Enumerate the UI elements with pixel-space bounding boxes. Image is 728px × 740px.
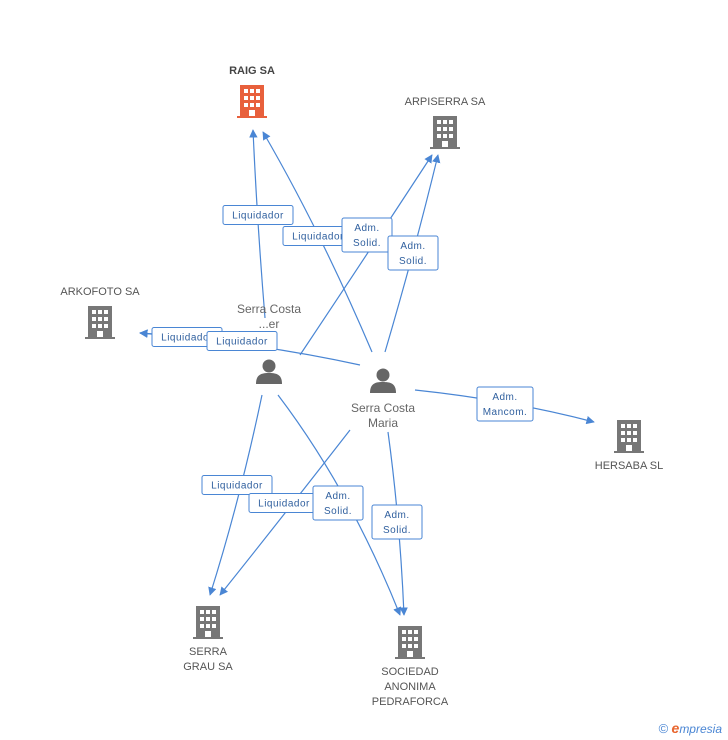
edge-labels-layer: LiquidadorLiquidadorAdm.Solid.Adm.Solid.…: [151, 205, 534, 540]
edge-label-text: Liquidador: [292, 232, 344, 243]
company-node-raig[interactable]: RAIG SA: [229, 65, 275, 118]
company-label: ARPISERRA SA: [405, 96, 486, 108]
company-label: SERRA: [189, 646, 228, 658]
edge-label[interactable]: Liquidador: [222, 205, 294, 225]
building-icon: [237, 85, 267, 118]
edge-label-text: Liquidador: [258, 499, 310, 510]
edges-layer: [139, 129, 595, 616]
edge-label-text: Solid.: [383, 525, 411, 536]
nodes-layer: RAIG SA ARPISERRA SA ARKOFOTO SA HERSABA SL…: [60, 65, 663, 708]
company-label: RAIG SA: [229, 65, 275, 77]
person-node-p1[interactable]: Serra Costa...er: [237, 302, 301, 384]
company-node-hersaba[interactable]: HERSABA SL: [595, 420, 663, 472]
edge-label[interactable]: Liquidador: [248, 493, 320, 513]
edge-label-text: Adm.: [354, 223, 379, 234]
edge-label[interactable]: Adm. Solid.: [371, 504, 423, 540]
company-label: GRAU SA: [183, 661, 233, 673]
edge-label[interactable]: Liquidador: [206, 331, 278, 351]
edge-label-text: Liquidador: [216, 337, 268, 348]
building-icon: [193, 606, 223, 639]
edge-label-text: Liquidador: [232, 211, 284, 222]
person-icon: [256, 359, 282, 384]
company-label: SOCIEDAD: [381, 666, 439, 678]
edge-p1-to-serragrau: [208, 394, 263, 596]
footer-brand[interactable]: © empresia: [659, 720, 722, 736]
edge-label-text: Adm.: [400, 241, 425, 252]
company-node-arkofoto[interactable]: ARKOFOTO SA: [60, 286, 140, 339]
edge-label-text: Solid.: [353, 238, 381, 249]
edge-label[interactable]: Adm. Solid.: [387, 235, 439, 271]
brand-logo-icon: e: [671, 720, 680, 736]
company-label: PEDRAFORCA: [372, 696, 449, 708]
edge-label-text: Solid.: [399, 256, 427, 267]
building-icon: [614, 420, 644, 453]
edge-label-text: Adm.: [492, 392, 517, 403]
edge-label[interactable]: Liquidador: [201, 475, 273, 495]
building-icon: [395, 626, 425, 659]
edge-label-text: Solid.: [324, 506, 352, 517]
edge-label-text: Liquidador: [161, 333, 213, 344]
brand-name: mpresia: [679, 722, 722, 736]
edge-label-text: Mancom.: [483, 407, 528, 418]
company-node-serragrau[interactable]: SERRA GRAU SA: [183, 606, 233, 673]
building-icon: [85, 306, 115, 339]
edge-label-text: Liquidador: [211, 481, 263, 492]
person-label: Maria: [368, 416, 398, 430]
person-label: Serra Costa: [237, 302, 301, 316]
edge-label[interactable]: Adm. Solid.: [341, 217, 393, 253]
company-node-arpiserra[interactable]: ARPISERRA SA: [405, 96, 486, 149]
copyright-symbol: ©: [658, 721, 669, 736]
person-icon: [370, 368, 396, 393]
building-icon: [430, 116, 460, 149]
edge-label-text: Adm.: [325, 491, 350, 502]
company-label: HERSABA SL: [595, 460, 663, 472]
person-label: ...er: [259, 317, 280, 331]
company-node-pedraforca[interactable]: SOCIEDAD ANONIMA PEDRAFORCA: [372, 626, 449, 708]
edge-label-text: Adm.: [384, 510, 409, 521]
edge-label[interactable]: Adm. Solid.: [312, 485, 364, 521]
edge-p2-to-serragrau: [219, 429, 351, 596]
company-label: ARKOFOTO SA: [60, 286, 140, 298]
edge-label[interactable]: Adm. Mancom.: [476, 386, 534, 422]
person-label: Serra Costa: [351, 401, 415, 415]
company-label: ANONIMA: [384, 681, 436, 693]
